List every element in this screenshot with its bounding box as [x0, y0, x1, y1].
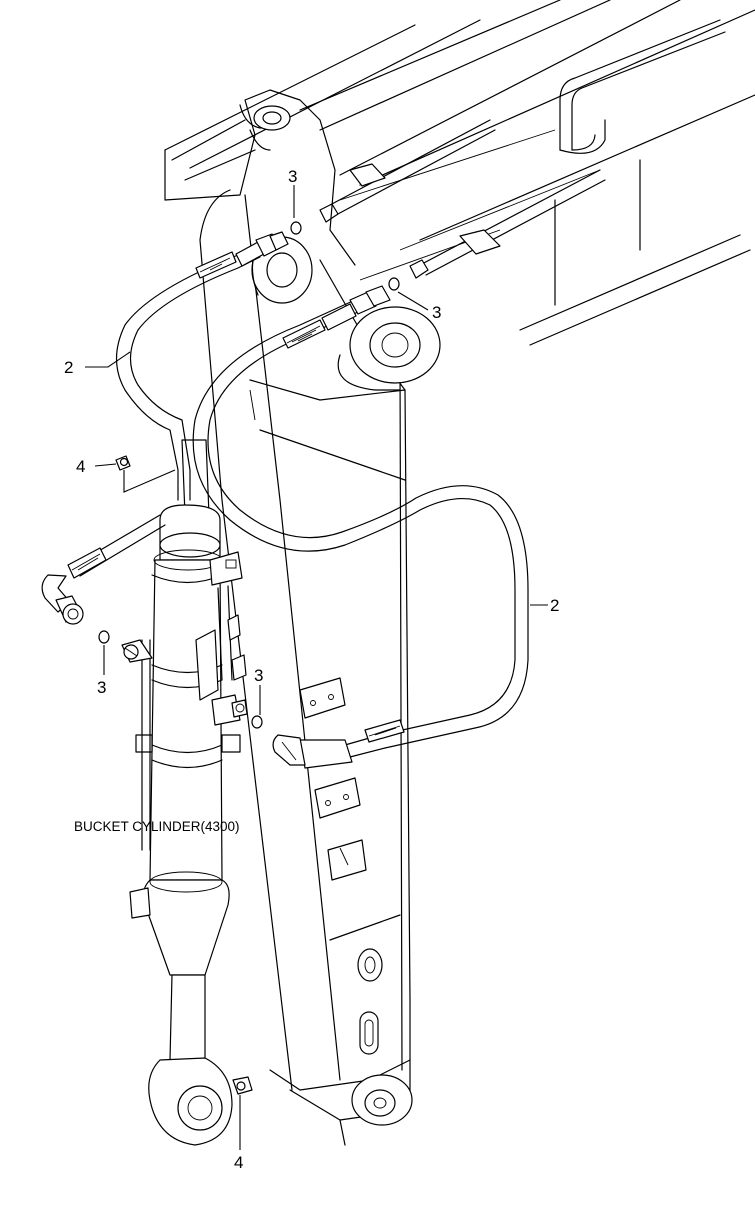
o-ring-3 [98, 630, 110, 644]
hose-middle-left [41, 514, 166, 625]
o-ring-2 [388, 277, 400, 291]
o-rings [98, 221, 400, 729]
o-ring-1 [290, 221, 302, 235]
callout-3-right: 3 [432, 303, 441, 322]
callout-2-right: 2 [550, 596, 559, 615]
callout-3-left: 3 [97, 678, 106, 697]
callout-3-mid: 3 [254, 666, 263, 685]
grease-nipple-top [115, 455, 131, 471]
boom-structure [164, 0, 755, 1146]
cylinder-fittings [121, 551, 248, 851]
hose-left [116, 231, 289, 501]
callout-4-top: 4 [76, 457, 85, 476]
callout-4-bottom: 4 [234, 1153, 243, 1172]
o-ring-4 [251, 715, 263, 729]
leader-lines [85, 185, 548, 1150]
callout-2-left: 2 [64, 358, 73, 377]
callout-labels: 3 3 2 4 2 3 3 4 BUCKET CYLINDER(4300) [64, 167, 559, 1172]
hose-right [192, 285, 529, 769]
bucket-cylinder-label: BUCKET CYLINDER(4300) [74, 819, 240, 834]
bucket-cylinder [129, 439, 253, 1146]
callout-3-top: 3 [288, 167, 297, 186]
